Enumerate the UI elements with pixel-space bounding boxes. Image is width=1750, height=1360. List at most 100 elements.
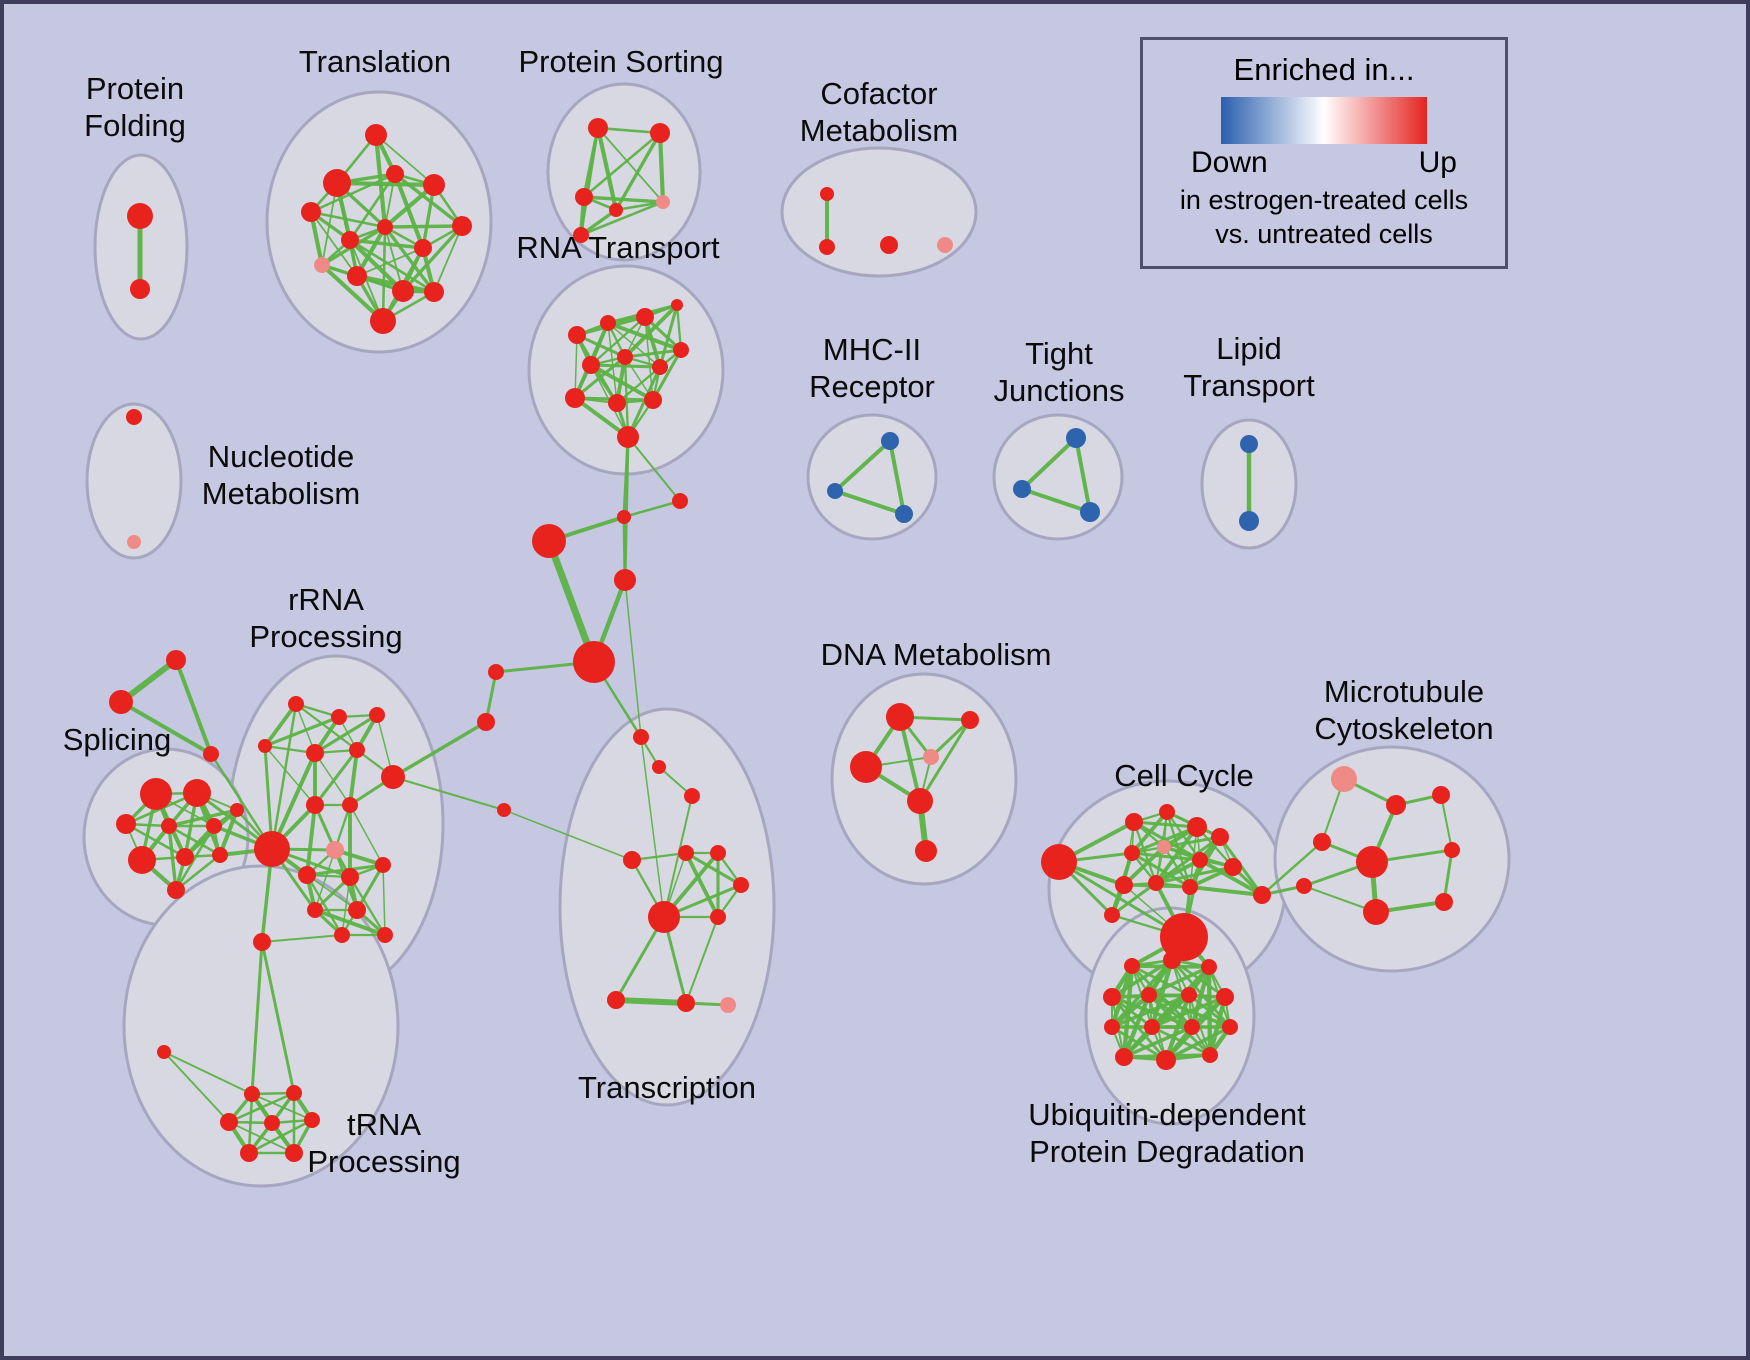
node-cc4 (1187, 817, 1207, 837)
node-tn4 (286, 1085, 302, 1101)
node-tx8 (710, 909, 726, 925)
node-cc12 (1182, 879, 1198, 895)
node-rt1 (568, 326, 586, 344)
legend-title: Enriched in... (1233, 52, 1415, 87)
node-tx1 (633, 729, 649, 745)
node-tr2 (323, 169, 351, 197)
edge-rt7-rt12 (623, 355, 630, 439)
node-mt2 (1386, 795, 1406, 815)
edge-ps4-ps5 (614, 200, 665, 212)
node-ps2 (650, 123, 670, 143)
edge-rt6-rt12 (626, 365, 662, 439)
node-tr7 (414, 239, 432, 257)
node-tx3 (684, 788, 700, 804)
edge-rt12-mc1 (627, 436, 681, 502)
node-mt4 (1313, 833, 1331, 851)
edge-rr1-rr6 (294, 702, 359, 752)
edge-tj1-tj3 (1074, 436, 1092, 514)
edge-sl9-sl10 (174, 853, 222, 892)
edge-rt3-rt8 (589, 315, 647, 367)
edge-st1-st3 (174, 658, 213, 756)
node-ub8 (1104, 1019, 1120, 1035)
edge-tr3-tr8 (309, 210, 387, 229)
edge-tr6-tr14 (433, 225, 463, 293)
node-cc13 (1104, 907, 1120, 923)
node-hub (573, 641, 615, 683)
node-rr12 (341, 868, 359, 886)
node-ub12 (1115, 1048, 1133, 1066)
node-pf1 (127, 203, 153, 229)
node-cc8 (1192, 852, 1208, 868)
edge-tn7-tn8 (247, 1118, 314, 1155)
node-mh3 (895, 505, 913, 523)
node-rt7 (617, 349, 633, 365)
node-tr4 (386, 165, 404, 183)
edge-tn2-tn3 (163, 1051, 253, 1095)
legend-endpoints: Down Up (1191, 146, 1457, 180)
edge-sl6-sl9 (217, 807, 240, 858)
node-sl8 (176, 848, 194, 866)
cluster-label-splicing: Splicing (63, 722, 172, 757)
edge-tx4-tx5 (630, 851, 688, 862)
edge-tj2-tj3 (1020, 487, 1092, 514)
edge-ps2-ps5 (657, 130, 666, 205)
edge-ps2-ps3 (582, 131, 662, 199)
edge-rt6-rt10 (616, 366, 661, 404)
edge-mc1-mc2 (622, 499, 682, 519)
node-cf3 (880, 236, 898, 254)
edge-tr7-tr11 (356, 247, 424, 277)
node-tx10 (677, 994, 695, 1012)
edge-rr2-rr4 (263, 715, 341, 748)
node-mc1 (672, 493, 688, 509)
node-tn8 (240, 1144, 258, 1162)
node-tr1 (365, 124, 387, 146)
node-rr7 (381, 765, 405, 789)
cluster-ellipse-tight-junctions (992, 413, 1124, 541)
edge-rr12-rr16 (341, 876, 351, 936)
edge-rt4-rt7 (623, 303, 679, 359)
node-ub7 (1216, 988, 1234, 1006)
edge-tn1-tn4 (260, 940, 296, 1095)
edge-ps1-ps2 (596, 126, 662, 135)
cluster-label-translation: Translation (299, 44, 451, 79)
edge-cc8-cc14 (1198, 858, 1264, 897)
node-ps3 (575, 188, 593, 206)
edge-tr2-tr5 (334, 180, 437, 188)
node-rt12 (617, 426, 639, 448)
edge-ub3-ub5 (1147, 965, 1211, 997)
edge-cc11-cc13 (1110, 881, 1158, 917)
node-ub3 (1201, 959, 1217, 975)
node-mc7 (497, 803, 511, 817)
node-mt5 (1356, 846, 1388, 878)
node-rr3 (369, 707, 385, 723)
node-cc3 (1159, 804, 1175, 820)
edge-rt2-rt6 (607, 322, 661, 368)
edge-rr3-rr5 (313, 713, 379, 755)
edge-sl4-sl9 (167, 824, 222, 857)
node-sl2 (183, 779, 211, 807)
node-rr4 (258, 739, 272, 753)
node-cc14 (1253, 886, 1271, 904)
node-cc9 (1224, 858, 1242, 876)
node-dm4 (923, 749, 939, 765)
edge-rr6-rr8 (313, 748, 359, 807)
edge-rr5-rr9 (314, 752, 351, 806)
node-rr11 (298, 866, 316, 884)
node-nm2 (127, 535, 141, 549)
edge-ub6-ub8 (1110, 993, 1191, 1029)
node-rt8 (582, 356, 600, 374)
cluster-ellipse-mhc-ii-receptor (806, 413, 938, 541)
node-st2 (109, 690, 133, 714)
node-cc11 (1148, 875, 1164, 891)
node-tr10 (314, 257, 330, 273)
node-tr8 (377, 219, 393, 235)
node-tr9 (341, 231, 359, 249)
edge-tr8-tr14 (383, 225, 436, 294)
node-cc6 (1124, 845, 1140, 861)
node-cc1 (1041, 844, 1077, 880)
